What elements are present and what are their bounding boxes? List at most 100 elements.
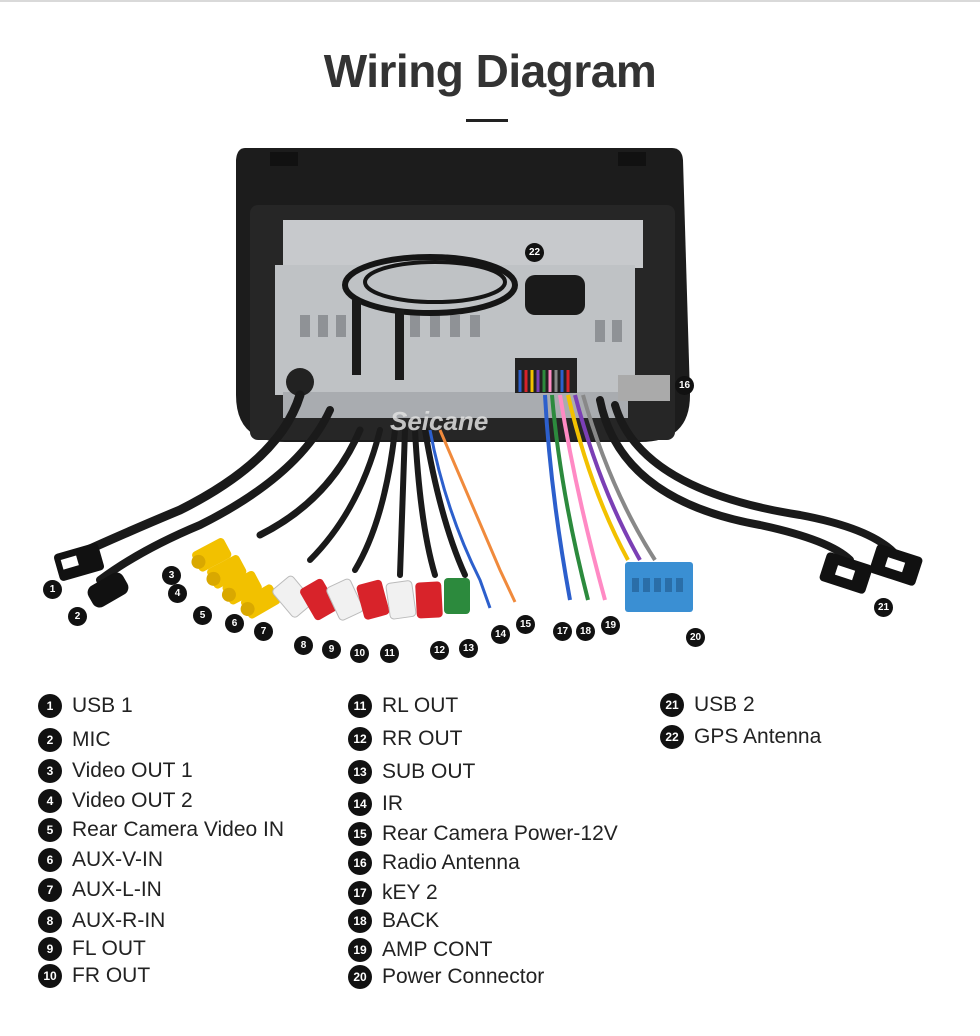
legend-item-22: 22 GPS Antenna [660,724,821,750]
legend-number: 8 [38,909,62,933]
legend-label: Rear Camera Video IN [72,818,285,841]
marker-20: 20 [686,628,705,647]
legend-number: 22 [660,725,684,749]
legend-label: MIC [72,728,111,751]
marker-8: 8 [294,636,313,655]
gps-antenna-module [525,275,585,315]
legend-item-15: 15 Rear Camera Power-12V [348,821,618,847]
legend-item-19: 19 AMP CONT [348,937,492,963]
legend-item-10: 10 FR OUT [38,963,150,989]
legend-label: RR OUT [382,727,463,750]
legend-label: USB 1 [72,694,133,717]
marker-6: 6 [225,614,244,633]
legend-label: Power Connector [382,965,545,988]
legend-label: AUX-R-IN [72,909,166,932]
radio-antenna-adapter [618,375,670,401]
legend-number: 11 [348,694,372,718]
title-underline [466,119,508,122]
legend-label: kEY 2 [382,881,438,904]
marker-9: 9 [322,640,341,659]
legend-item-6: 6 AUX-V-IN [38,847,163,873]
legend-label: USB 2 [694,693,755,716]
legend-number: 12 [348,727,372,751]
bezel-tab-right [618,152,646,166]
legend-label: AUX-L-IN [72,878,162,901]
marker-7: 7 [254,622,273,641]
legend-number: 14 [348,792,372,816]
bezel-tab-left [270,152,298,166]
marker-3: 3 [162,566,181,585]
legend-number: 17 [348,881,372,905]
marker-10: 10 [350,644,369,663]
legend-label: Video OUT 2 [72,789,193,812]
legend-number: 18 [348,909,372,933]
legend-label: GPS Antenna [694,725,822,748]
legend-number: 4 [38,789,62,813]
marker-17: 17 [553,622,572,641]
legend-item-5: 5 Rear Camera Video IN [38,817,284,843]
mic-plug [87,572,129,608]
legend-item-14: 14 IR [348,791,403,817]
legend-label: FR OUT [72,964,151,987]
marker-5: 5 [193,606,212,625]
usb1-plug [53,543,105,581]
legend-label: AMP CONT [382,938,493,961]
marker-22: 22 [525,243,544,262]
legend-number: 6 [38,848,62,872]
legend-label: FL OUT [72,937,146,960]
marker-15: 15 [516,615,535,634]
legend-item-11: 11 RL OUT [348,693,458,719]
legend-number: 1 [38,694,62,718]
rca-plugs [191,538,470,621]
legend-label: Radio Antenna [382,851,520,874]
legend-number: 10 [38,964,62,988]
legend-item-7: 7 AUX-L-IN [38,877,162,903]
legend-label: BACK [382,909,440,932]
marker-13: 13 [459,639,478,658]
marker-11: 11 [380,644,399,663]
round-connector [286,368,314,396]
gps-cable-coil [342,254,518,316]
marker-16: 16 [675,376,694,395]
seicane-watermark: Seicane [390,406,488,436]
legend-number: 15 [348,822,372,846]
legend-item-17: 17 kEY 2 [348,880,438,906]
legend-number: 5 [38,818,62,842]
legend-item-8: 8 AUX-R-IN [38,908,165,934]
marker-12: 12 [430,641,449,660]
legend-number: 9 [38,937,62,961]
marker-2: 2 [68,607,87,626]
top-divider [0,0,980,2]
legend-item-16: 16 Radio Antenna [348,850,520,876]
legend-number: 2 [38,728,62,752]
legend-label: Video OUT 1 [72,759,193,782]
legend-number: 20 [348,965,372,989]
legend-label: IR [382,792,403,815]
legend-item-2: 2 MIC [38,727,111,753]
legend-number: 7 [38,878,62,902]
legend-item-1: 1 USB 1 [38,693,133,719]
marker-19: 19 [601,616,620,635]
legend-item-12: 12 RR OUT [348,726,463,752]
page-title: Wiring Diagram [323,45,657,97]
legend-label: AUX-V-IN [72,848,164,871]
legend-item-18: 18 BACK [348,908,439,934]
legend-item-4: 4 Video OUT 2 [38,788,193,814]
legend-number: 16 [348,851,372,875]
legend-label: RL OUT [382,694,459,717]
legend-item-13: 13 SUB OUT [348,759,475,785]
legend-number: 13 [348,760,372,784]
marker-18: 18 [576,622,595,641]
head-unit-illustration: Seicane [53,148,923,621]
marker-4: 4 [168,584,187,603]
marker-21: 21 [874,598,893,617]
legend-item-3: 3 Video OUT 1 [38,758,193,784]
legend-number: 19 [348,938,372,962]
legend-number: 3 [38,759,62,783]
legend-label: SUB OUT [382,760,476,783]
legend-item-9: 9 FL OUT [38,936,146,962]
legend-label: Rear Camera Power-12V [382,822,618,845]
legend-item-20: 20 Power Connector [348,964,544,990]
wiring-diagram: Seicane 1 2 3 4 5 6 7 8 9 10 11 12 13 14… [0,130,980,670]
